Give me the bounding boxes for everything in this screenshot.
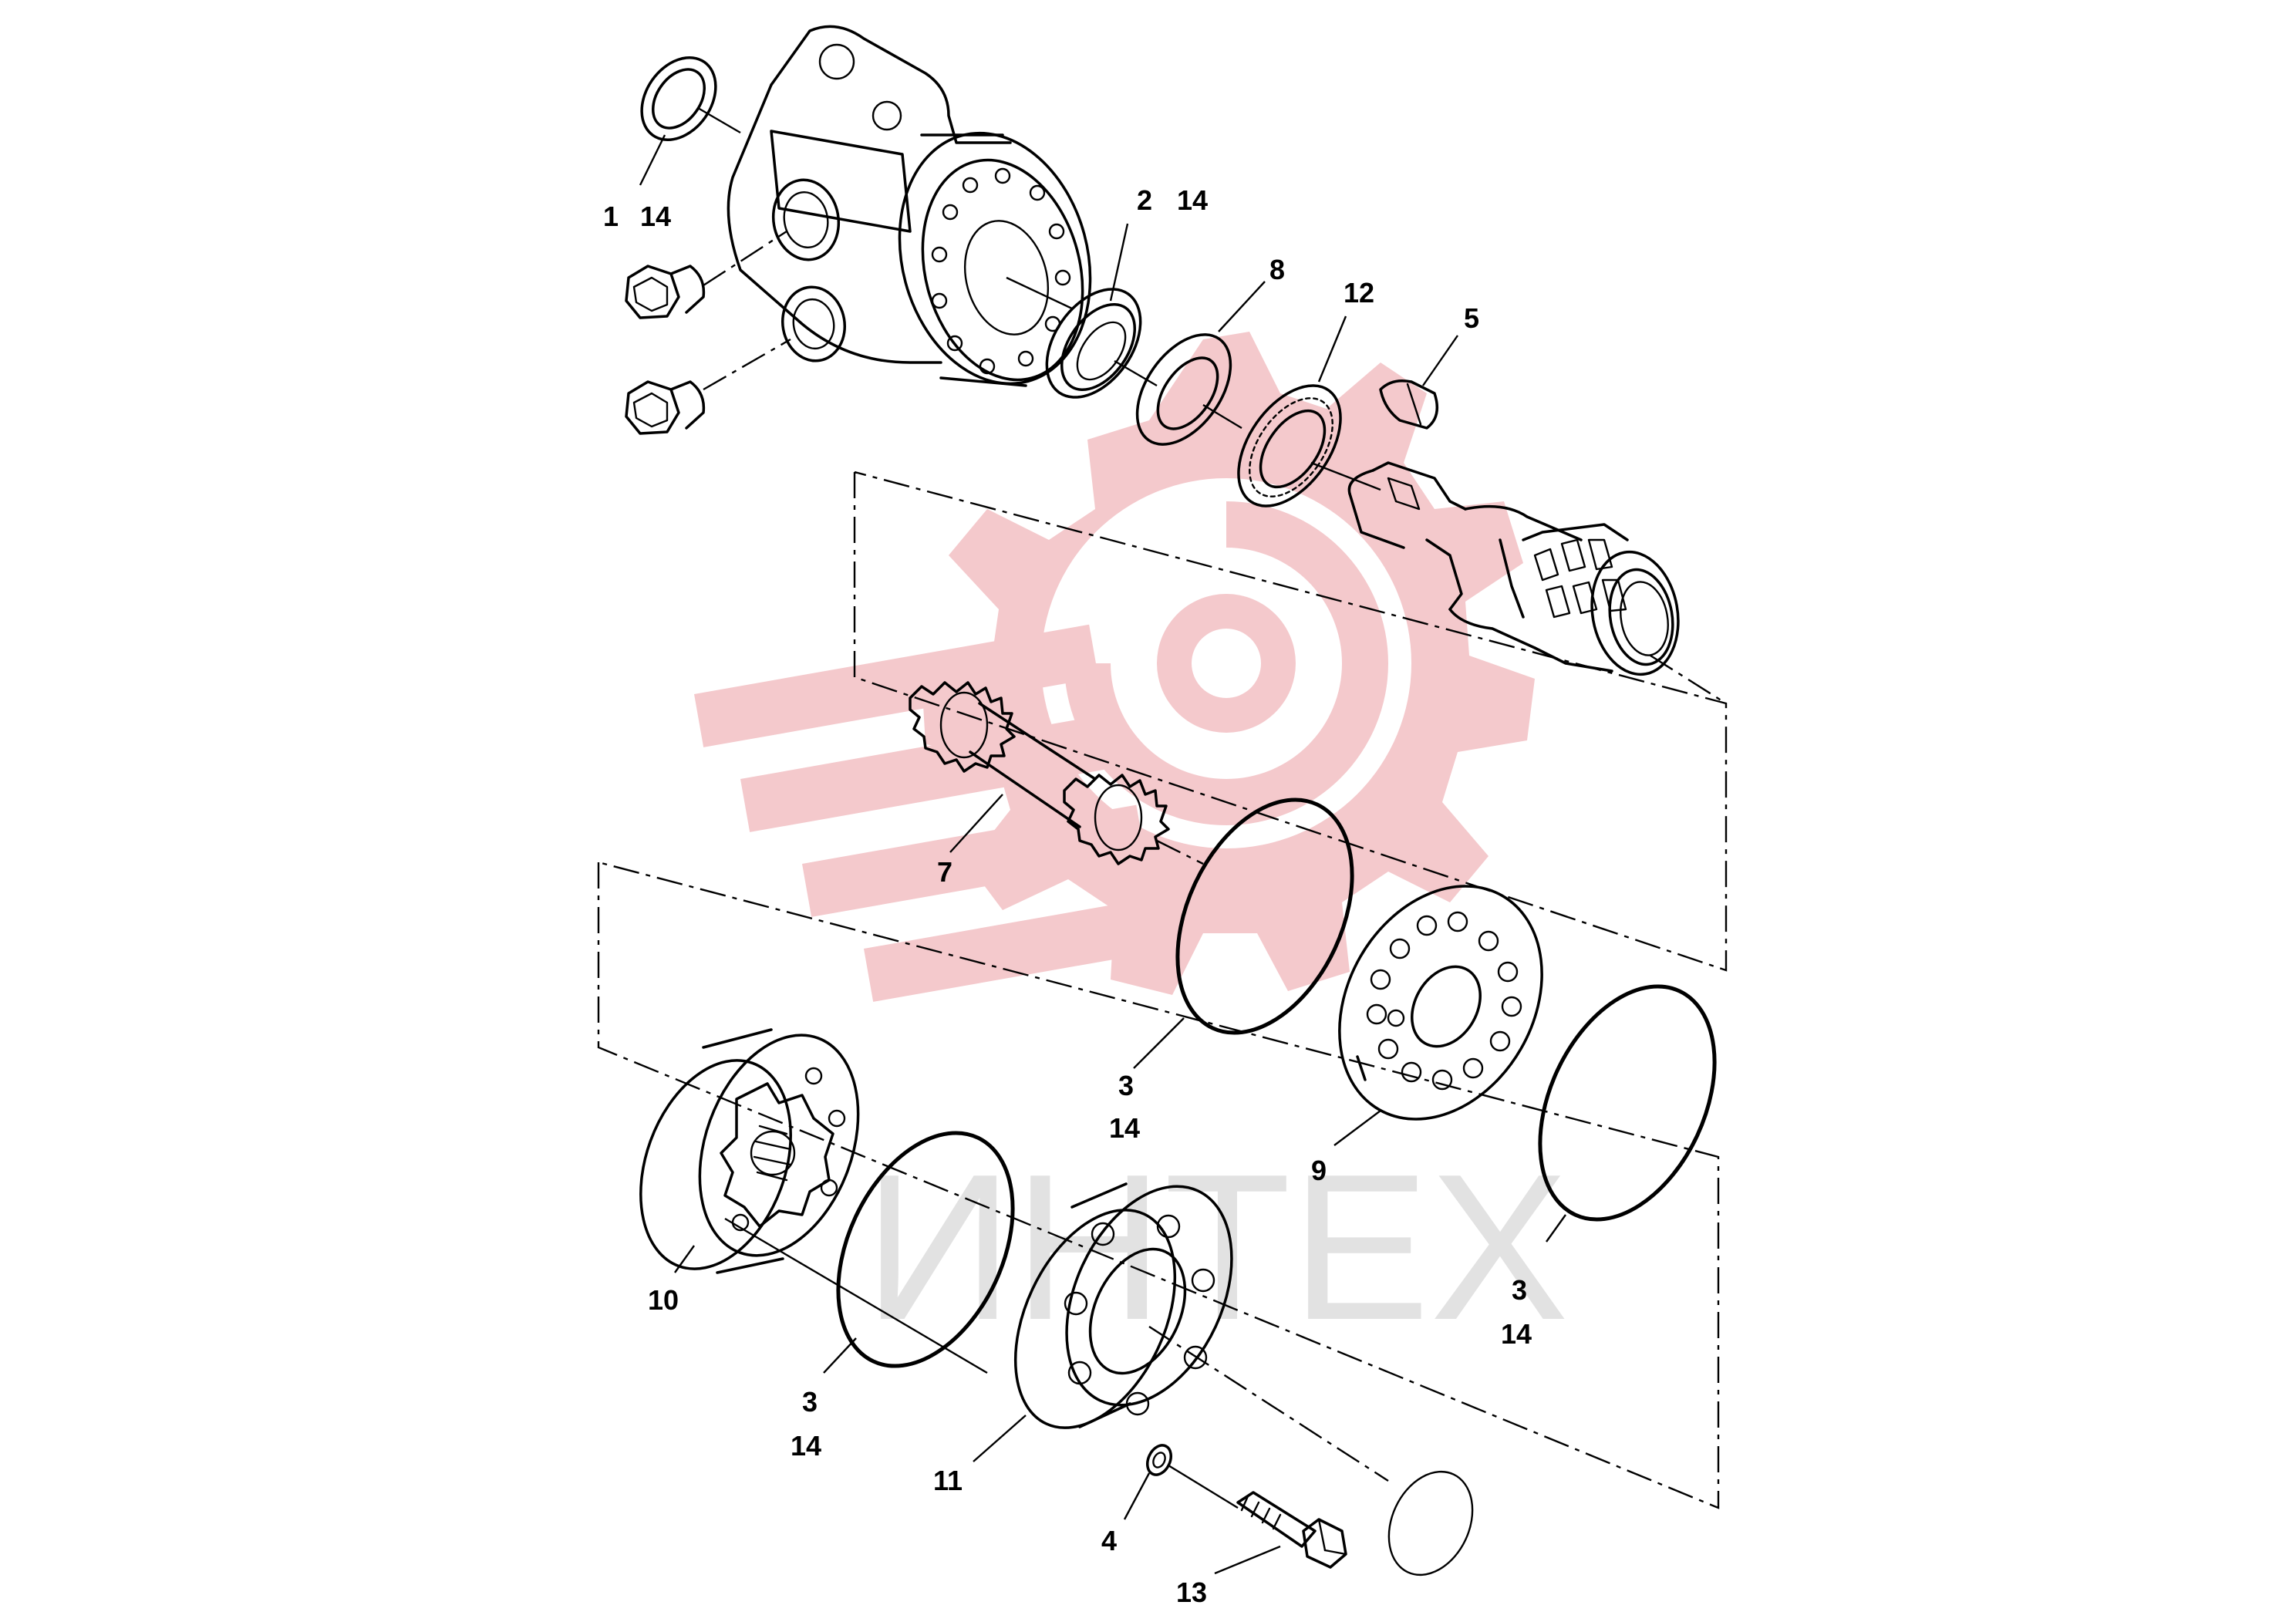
label-leader-lines [639,134,1566,1575]
assembly-outline-upper [853,470,1728,972]
label-part-2: 2 [1137,184,1152,216]
label-part-3-upper-qty: 14 [1109,1112,1140,1144]
label-part-2-qty: 14 [1177,184,1208,216]
watermark-gear-logo [694,332,1535,1002]
bolt-part-13 [1236,1491,1347,1569]
label-part-3-right: 3 [1512,1274,1527,1306]
label-part-3-right-qty: 14 [1501,1318,1532,1350]
needle-bearing-part-12 [1237,384,1381,508]
label-part-3-upper: 3 [1118,1070,1134,1101]
housing-bolt-holes [931,167,1071,375]
label-part-1: 1 [603,201,619,232]
watermark-text: ИНТЕХ [864,1131,1569,1364]
end-plug-cap [1387,1470,1474,1576]
label-part-10: 10 [648,1284,679,1316]
shaft-splines [1533,538,1627,619]
label-part-8: 8 [1269,254,1285,285]
assembly-outline-lower [597,861,1720,1509]
valve-plate-holes [1366,911,1522,1091]
gerotor-teeth [753,1125,792,1182]
label-part-3-lower-qty: 14 [791,1430,821,1462]
label-part-7: 7 [937,856,952,888]
washer-part-8 [1135,333,1242,446]
label-part-3-lower: 3 [802,1386,818,1418]
label-part-11: 11 [933,1465,963,1496]
label-part-12: 12 [1344,277,1374,309]
washer-part-4 [1146,1444,1239,1509]
drive-shaft-part-7 [909,681,1204,865]
valve-plate-part-9 [1338,885,1543,1121]
o-ring-part-3-upper [1175,798,1354,1035]
seal-part-2 [1045,288,1158,399]
label-part-5: 5 [1464,302,1479,334]
shaft-seal-part [640,56,741,142]
label-part-13: 13 [1176,1576,1207,1608]
label-part-9: 9 [1311,1155,1327,1186]
port-plug-upper [625,230,787,319]
o-ring-part-3-right [1538,984,1717,1222]
motor-housing-part [727,25,1092,387]
bolt-thread [1240,1495,1282,1530]
key-part-5 [1379,379,1439,430]
label-part-4: 4 [1101,1525,1117,1556]
port-plug-lower [625,338,791,435]
label-part-1-qty: 14 [640,201,671,232]
part-labels: 1 14 2 14 8 12 5 7 3 14 9 3 14 10 3 14 1… [603,184,1532,1608]
end-cover-part-11 [1013,1182,1389,1482]
o-ring-part-3-lower [836,1131,1015,1368]
output-shaft-part [1347,461,1727,705]
end-cover-bolt-holes [1064,1214,1215,1416]
